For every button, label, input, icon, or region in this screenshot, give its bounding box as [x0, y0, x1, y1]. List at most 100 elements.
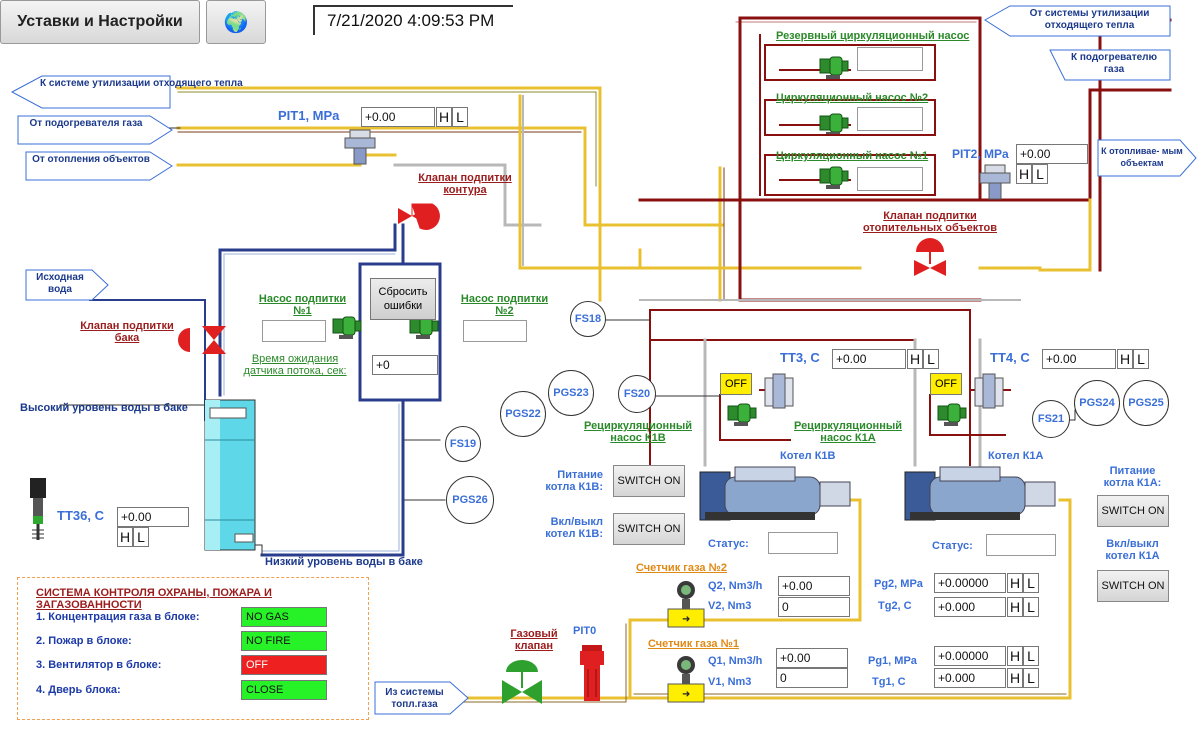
pressure-transmitter-icon — [344, 129, 376, 165]
k1a-power-switch-button[interactable]: SWITCH ON — [1097, 495, 1169, 527]
fs18-sensor[interactable]: FS18 — [570, 301, 606, 337]
valve-icon — [178, 326, 226, 354]
tg1-h[interactable]: H — [1007, 668, 1023, 688]
gas-meter-icon: ➜ — [667, 656, 705, 703]
tt3-l[interactable]: L — [923, 349, 939, 369]
tt36-label: TT36, C — [57, 508, 104, 523]
language-button[interactable]: 🌍 — [206, 0, 266, 44]
boiler-k1a-icon — [904, 466, 1056, 521]
circuit-makeup-valve-label: Клапан подпитки контура — [418, 172, 512, 196]
gas-valve-icon — [502, 660, 542, 704]
gas-meter-icon: ➜ — [667, 581, 705, 628]
svg-text:➜: ➜ — [682, 689, 690, 700]
to-gas-heater-label: К подогревателю газа — [1070, 52, 1158, 75]
q1-value: +0.00 — [776, 648, 848, 668]
pit0-device-icon — [580, 645, 604, 701]
k1b-status-value — [768, 532, 838, 554]
globe-flag-icon: 🌍 — [223, 11, 249, 34]
pg2-h[interactable]: H — [1007, 573, 1023, 593]
fs20-sensor[interactable]: FS20 — [618, 375, 656, 413]
pgs23-sensor[interactable]: PGS23 — [548, 370, 594, 416]
tank-makeup-valve-label: Клапан подпитки бака — [80, 320, 174, 344]
from-gas-heater-label: От подогревателя газа — [29, 118, 143, 129]
fs19-sensor[interactable]: FS19 — [445, 426, 481, 462]
valve-icon — [914, 238, 946, 276]
tank-low-level-label: Низкий уровень воды в баке — [265, 556, 423, 568]
q2-value: +0.00 — [778, 576, 850, 596]
boiler-k1a-label: Котел К1А — [988, 450, 1044, 462]
pump-icon — [409, 316, 439, 340]
io-arrow-from-heating — [25, 151, 173, 181]
pump-icon — [819, 166, 849, 190]
circ-pump-1-status — [857, 167, 923, 191]
waste-heat-in-label: От системы утилизации отходящего тепла — [1029, 8, 1150, 31]
pgs24-sensor[interactable]: PGS24 — [1074, 380, 1120, 426]
reserve-circ-pump-label: Резервный циркуляционный насос — [776, 30, 970, 42]
datetime-display: 7/21/2020 4:09:53 PM — [313, 5, 513, 35]
tt4-l[interactable]: L — [1133, 349, 1149, 369]
io-arrow-to-objects — [1097, 139, 1197, 177]
pgs22-sensor[interactable]: PGS22 — [500, 391, 546, 437]
tg1-label: Tg1, C — [872, 676, 906, 688]
safety-row-door-label: 4. Дверь блока: — [36, 684, 121, 696]
tt36-h[interactable]: H — [117, 527, 133, 547]
k1a-status-value — [986, 534, 1056, 556]
tg2-l[interactable]: L — [1023, 597, 1039, 617]
safety-row-gas-label: 1. Концентрация газа в блоке: — [36, 611, 200, 623]
io-arrow-fuel-gas — [374, 681, 469, 715]
k1b-power-switch-button[interactable]: SWITCH ON — [613, 465, 685, 497]
tg1-l[interactable]: L — [1023, 668, 1039, 688]
reset-errors-button[interactable]: Сбросить ошибки — [370, 278, 436, 320]
pit1-l[interactable]: L — [452, 107, 468, 127]
pump-icon — [332, 316, 362, 340]
pg2-label: Pg2, MPa — [874, 578, 923, 590]
makeup-pump-2-status — [463, 320, 527, 342]
pit2-l[interactable]: L — [1032, 164, 1048, 184]
pg1-h[interactable]: H — [1007, 646, 1023, 666]
tt4-h[interactable]: H — [1117, 349, 1133, 369]
k1b-onoff-switch-button[interactable]: SWITCH ON — [613, 513, 685, 545]
pit1-label: PIT1, MPa — [278, 108, 340, 123]
pit2-value: +0.00 — [1016, 144, 1088, 164]
pit1-h[interactable]: H — [436, 107, 452, 127]
pg1-l[interactable]: L — [1023, 646, 1039, 666]
k1a-power-label: Питание котла К1А: — [1103, 465, 1162, 489]
q2-label: Q2, Nm3/h — [708, 580, 763, 592]
tt4-value: +0.00 — [1042, 349, 1116, 369]
flow-wait-value[interactable]: +0 — [372, 355, 438, 375]
safety-row-fan-label: 3. Вентилятор в блоке: — [36, 659, 162, 671]
pump-icon — [819, 113, 849, 137]
k1a-onoff-switch-button[interactable]: SWITCH ON — [1097, 570, 1169, 602]
v1-value: 0 — [776, 668, 848, 688]
temperature-sensor-icon — [974, 373, 1004, 409]
pgs25-sensor[interactable]: PGS25 — [1123, 380, 1169, 426]
safety-fan-status: OFF — [241, 655, 327, 675]
pit1-value: +0.00 — [361, 107, 435, 127]
tt36-l[interactable]: L — [133, 527, 149, 547]
tt3-value: +0.00 — [832, 349, 906, 369]
gas-meter-2-title: Счетчик газа №2 — [636, 562, 727, 574]
tg2-value: +0.000 — [934, 597, 1006, 617]
pit2-h[interactable]: H — [1016, 164, 1032, 184]
makeup-pump-1-status — [262, 320, 326, 342]
pump-icon — [727, 403, 757, 427]
tt3-h[interactable]: H — [907, 349, 923, 369]
recirc-pump-k1b-label: Рециркуляционный насос К1В — [584, 420, 692, 444]
safety-row-fire-label: 2. Пожар в блоке: — [36, 635, 132, 647]
settings-button[interactable]: Уставки и Настройки — [0, 0, 200, 44]
from-object-heating-label: От отопления объектов — [32, 154, 150, 165]
pg2-l[interactable]: L — [1023, 573, 1039, 593]
k1a-onoff-label: Вкл/выкл котел К1А — [1105, 538, 1160, 562]
v2-value: 0 — [778, 597, 850, 617]
tg2-h[interactable]: H — [1007, 597, 1023, 617]
k1b-pump-state-badge: OFF — [720, 373, 752, 395]
fs21-sensor[interactable]: FS21 — [1032, 400, 1070, 438]
pgs26-sensor[interactable]: PGS26 — [446, 476, 494, 524]
io-arrow-to-gas-heater — [1049, 49, 1171, 81]
